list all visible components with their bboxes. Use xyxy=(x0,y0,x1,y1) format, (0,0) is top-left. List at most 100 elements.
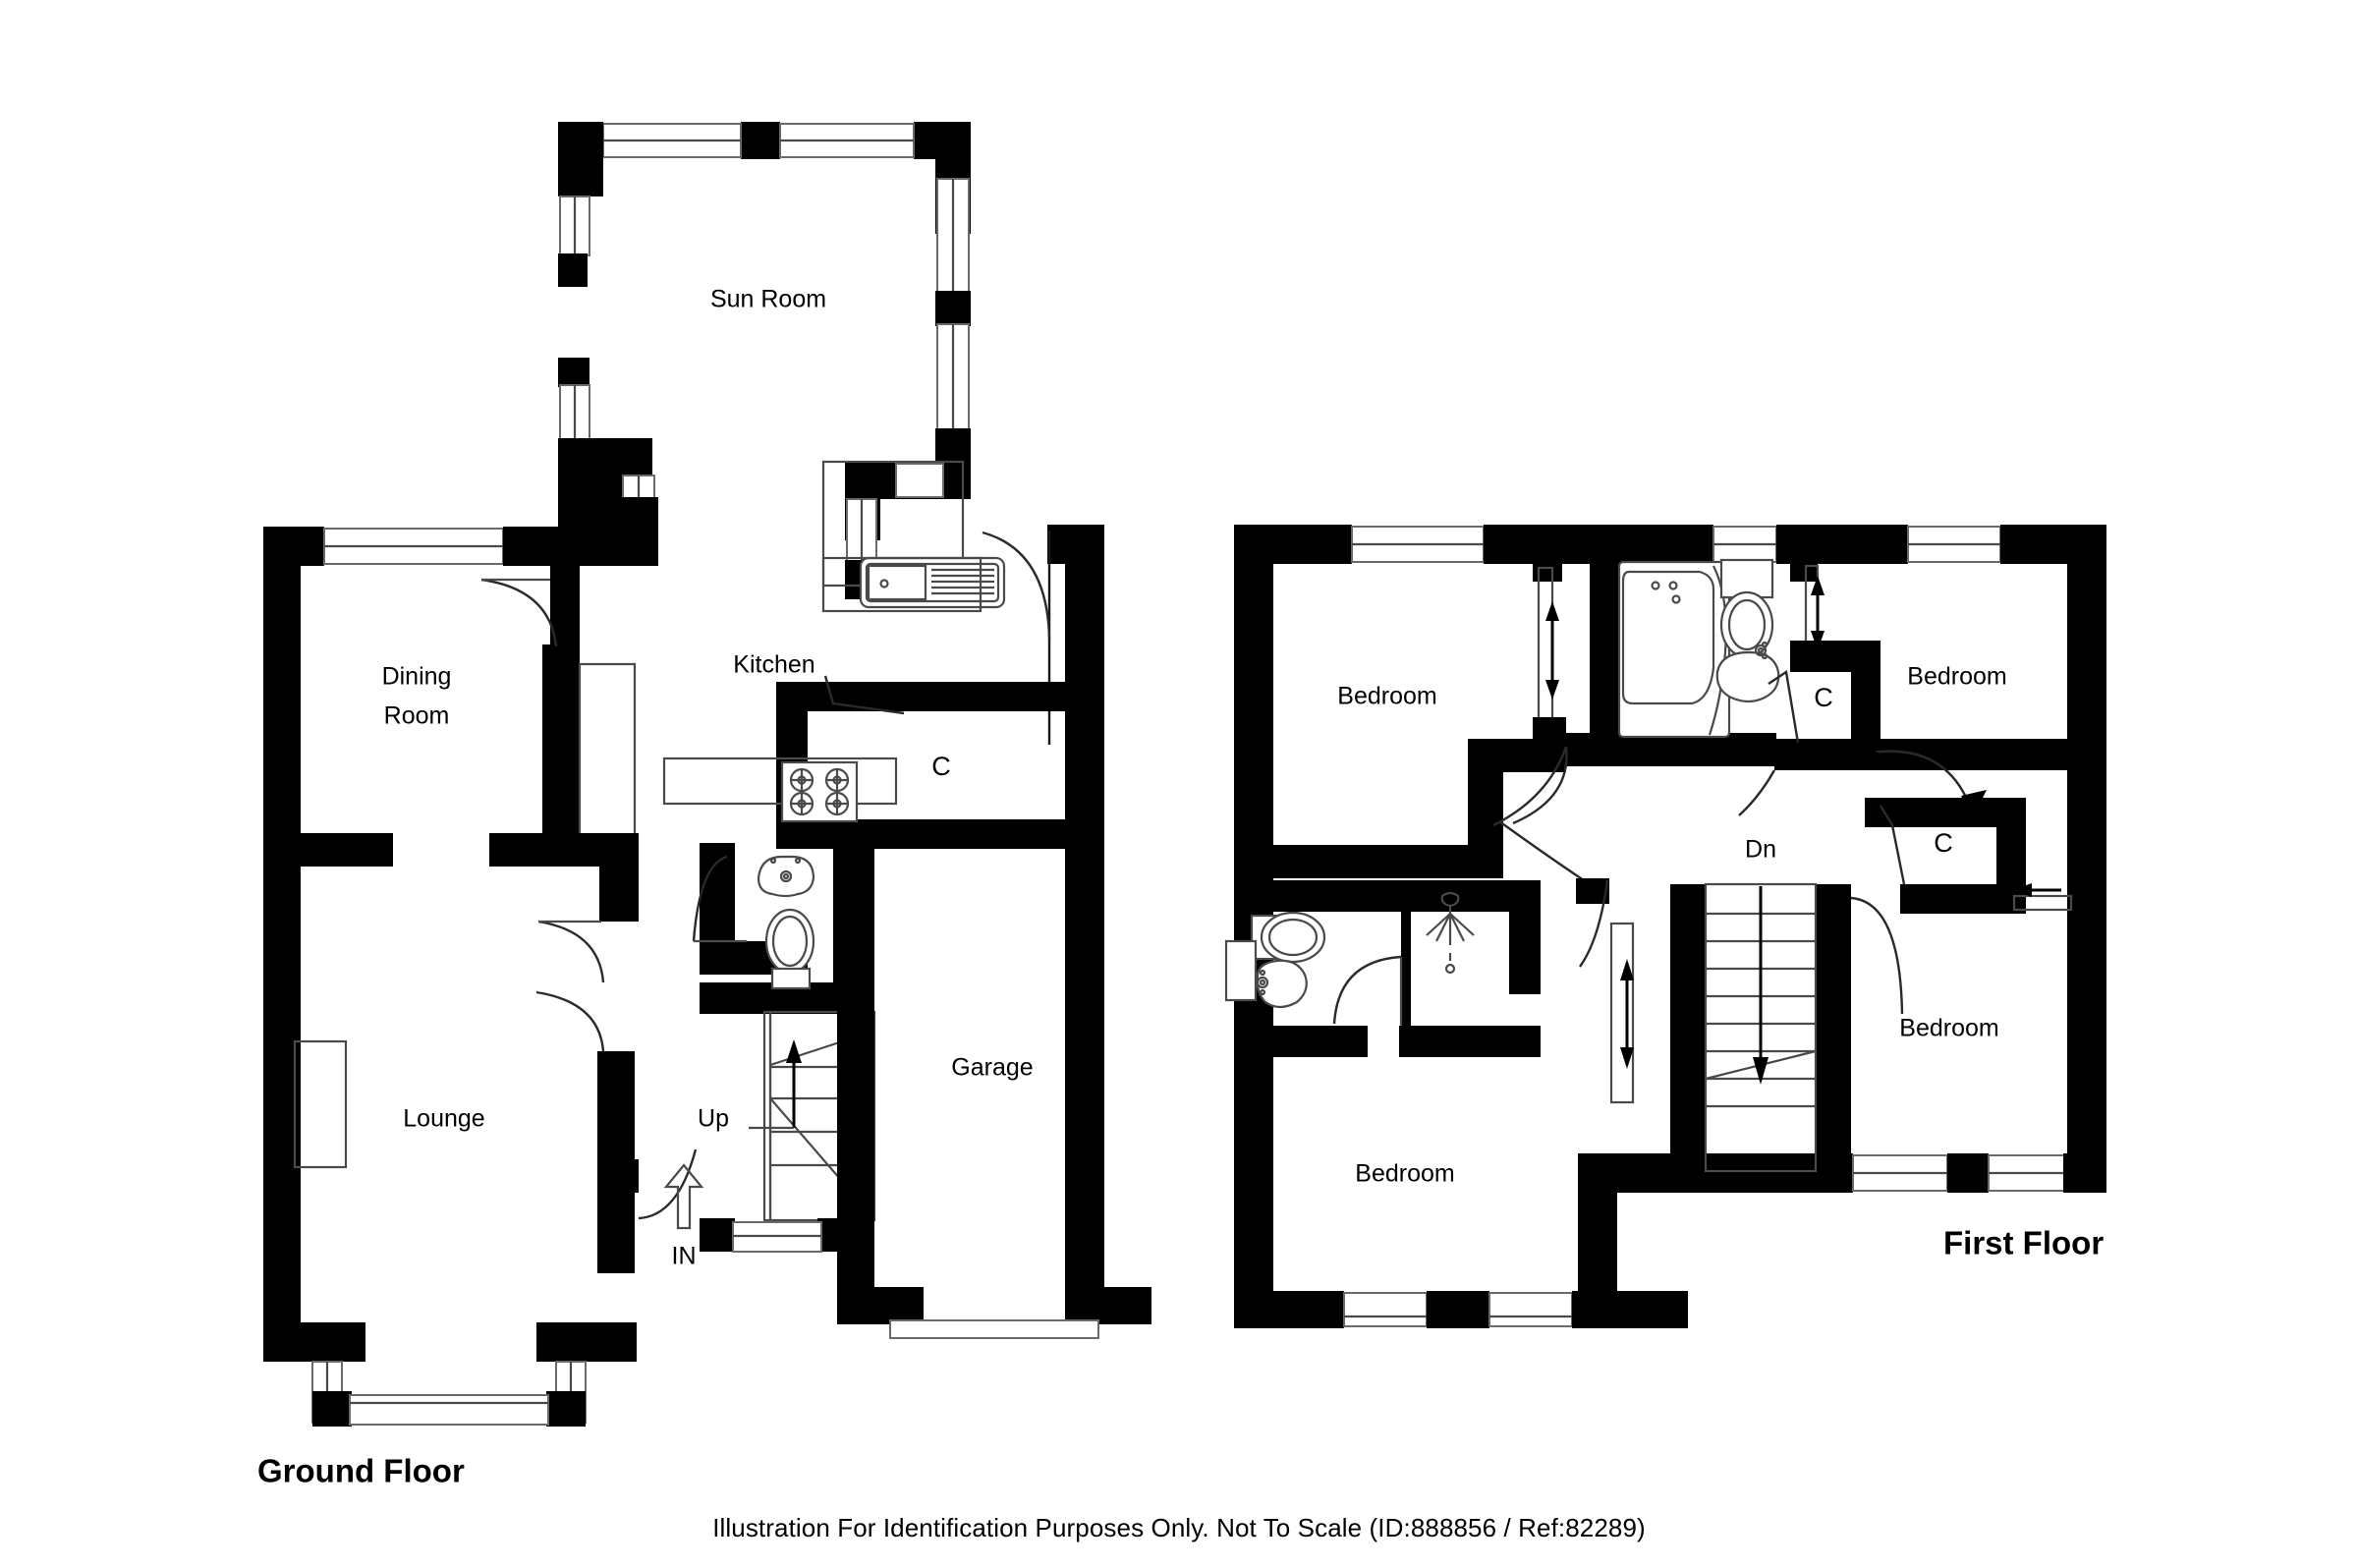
dining-lounge-wall-left-outer xyxy=(263,527,301,1352)
first-wall-bottom-b xyxy=(1427,1291,1489,1328)
ensuite-door-swing xyxy=(1332,955,1402,1025)
bedroom-tr-door-swing xyxy=(1870,750,1971,805)
stair-wall-left xyxy=(1670,884,1706,1171)
bath-tap-right xyxy=(1668,581,1678,590)
cupboard-wall-top-right xyxy=(902,682,1065,711)
first-wall-bottom-f xyxy=(2063,1153,2106,1193)
kitchen-label: Kitchen xyxy=(733,651,814,679)
dining-door-swing xyxy=(480,578,558,647)
bathroom-structure xyxy=(1566,558,1780,766)
bedroom-br-door-swing xyxy=(1850,896,1904,1015)
hob-burners xyxy=(789,767,850,816)
bedroom-tl-wall-bottom-b xyxy=(1234,845,1503,878)
bathroom-wash-basin xyxy=(1715,650,1780,703)
sun-room-wall-left-lower-stub xyxy=(558,358,590,387)
bedroom-bl-wardrobe xyxy=(1609,922,1635,1104)
bedroom-bl-wardrobe-arrow-up xyxy=(1620,959,1634,980)
garage-wall-right xyxy=(1065,843,1104,1322)
landing-door-swings xyxy=(1512,746,1776,825)
lounge-wall-right-stub xyxy=(597,1159,639,1193)
lounge-dining-door-swing xyxy=(537,920,605,983)
shower-head-icon xyxy=(1426,891,1475,975)
first-wall-top-c xyxy=(1776,525,1908,564)
cupboard-c1-wall-left xyxy=(1790,560,1818,582)
cupboard-wall-bottom xyxy=(776,819,1067,849)
garage-door xyxy=(889,1319,1099,1339)
first-floor-staircase: Dn xyxy=(1670,836,1851,1173)
toilet-seat-ground xyxy=(771,915,809,968)
dining-wall-bottom-stub xyxy=(599,833,639,922)
garage-wall-bottom-left xyxy=(837,1287,924,1324)
cupboard-door-leaf xyxy=(823,675,905,715)
bedroom-top-left-structure: Bedroom xyxy=(1234,560,1568,878)
stair-outline-first xyxy=(1704,882,1818,1173)
bedroom-bottom-left-label: Bedroom xyxy=(1355,1160,1454,1188)
ensuite-wall-right xyxy=(1509,880,1541,994)
bedroom-bl-wardrobe-arrow-down xyxy=(1620,1047,1634,1069)
cupboard-bathroom-label: C xyxy=(1814,683,1833,712)
ground-floor-title: Ground Floor xyxy=(257,1453,465,1489)
first-wall-bottom-jog-vert xyxy=(1578,1153,1617,1328)
landing-swing-b xyxy=(1738,769,1776,816)
kitchen-sink-bowl xyxy=(867,564,927,601)
basin-plughole xyxy=(1256,976,1269,989)
bedroom-bl-door-swing-2 xyxy=(1579,879,1609,968)
garage-wall-left xyxy=(837,843,874,1322)
cupboard-c1-door-leaf xyxy=(1768,669,1800,744)
kitchen-counter-lower-run xyxy=(662,756,898,806)
cupboard-bathroom-structure: C xyxy=(1768,560,1882,770)
first-floor-group: Bedroom xyxy=(1224,525,2106,1328)
wardrobe-arrow-head-up xyxy=(1545,601,1559,621)
cupboard-landing-label: C xyxy=(1934,828,1953,858)
bedroom-tl-door-swing xyxy=(1492,746,1568,827)
basin-plughole-inner xyxy=(782,872,790,880)
entrance-door-swing xyxy=(638,1148,698,1220)
dining-room-structure: Dining Room xyxy=(263,497,658,1352)
basin-tap xyxy=(769,857,777,865)
sun-room-wall-right-lower-corner xyxy=(935,428,971,466)
lounge-label: Lounge xyxy=(403,1105,484,1133)
dining-wall-top-left-corner xyxy=(263,527,324,566)
dining-room-label-line2: Room xyxy=(384,702,450,730)
basin-tap xyxy=(1259,988,1266,996)
landing-swing-a xyxy=(1512,746,1568,825)
bath-inner xyxy=(1621,570,1715,705)
toilet-cistern-ground xyxy=(770,967,812,990)
ensuite-shower-divider xyxy=(1401,900,1411,1039)
garage-wall-bottom-right xyxy=(1067,1287,1151,1324)
cupboard-c2-wall-bottom xyxy=(1900,884,2026,914)
wardrobe-tr-arrow-head-up xyxy=(1811,576,1825,595)
dining-wall-right-mid xyxy=(542,644,580,841)
basin-plughole-inner xyxy=(1757,646,1765,654)
sun-room-wall-left-jog xyxy=(558,253,588,287)
cupboard-c1-wall-right xyxy=(1851,641,1881,756)
bedroom-bl-door-swing xyxy=(1498,820,1585,881)
wc-door-swing xyxy=(692,855,728,942)
sun-room-wall-top-mullion xyxy=(741,122,780,159)
bay-wall-right-corner xyxy=(546,1391,586,1427)
bedroom-bl-window-right xyxy=(1488,1292,1573,1327)
garage-label: Garage xyxy=(951,1054,1033,1082)
bathroom-toilet-seat xyxy=(1727,598,1767,651)
kitchen-worktop-run xyxy=(821,556,982,613)
bedroom-bottom-right-label: Bedroom xyxy=(1899,1015,1998,1042)
bedroom-tr-door-hinge xyxy=(1851,743,1879,770)
bathroom-wall-bottom xyxy=(1566,733,1776,766)
bedroom-tr-wall-bottom xyxy=(1851,739,2077,770)
wardrobe-right-door-line xyxy=(2012,894,2073,912)
basin-tap xyxy=(794,857,802,865)
ensuite-wash-basin xyxy=(1256,959,1308,1009)
lounge-door-swing xyxy=(535,990,605,1052)
garage-structure: Garage xyxy=(837,843,1151,1339)
ensuite-wall-top xyxy=(1234,880,1541,912)
stair-wall-right xyxy=(1816,884,1851,1171)
first-wall-top-a xyxy=(1234,525,1352,564)
footer-disclaimer: Illustration For Identification Purposes… xyxy=(712,1513,1646,1542)
lounge-structure: Lounge xyxy=(263,990,639,1427)
sun-room-label: Sun Room xyxy=(710,286,826,313)
first-wall-bottom-a xyxy=(1234,1291,1344,1328)
bathroom-toilet-cistern xyxy=(1719,558,1774,599)
dining-room-recess xyxy=(578,662,637,845)
sun-room-wall-left-upper xyxy=(558,122,603,196)
